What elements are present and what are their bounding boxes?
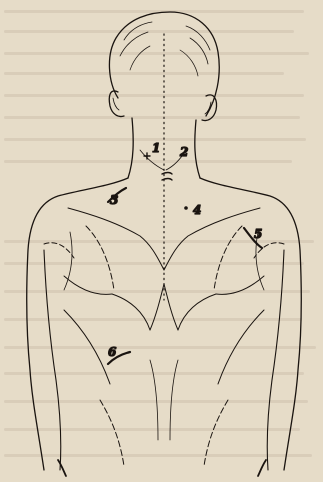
label-4: 4 [193,203,201,217]
label-5: 5 [254,227,262,241]
label-3: 3 [110,193,118,207]
head-outline [109,12,219,116]
label-1: 1 [152,141,160,155]
label-2: 2 [179,145,188,159]
lower-back-lines [64,310,264,466]
point-marks [58,153,266,476]
label-6: 6 [108,345,117,359]
ears [109,91,216,121]
